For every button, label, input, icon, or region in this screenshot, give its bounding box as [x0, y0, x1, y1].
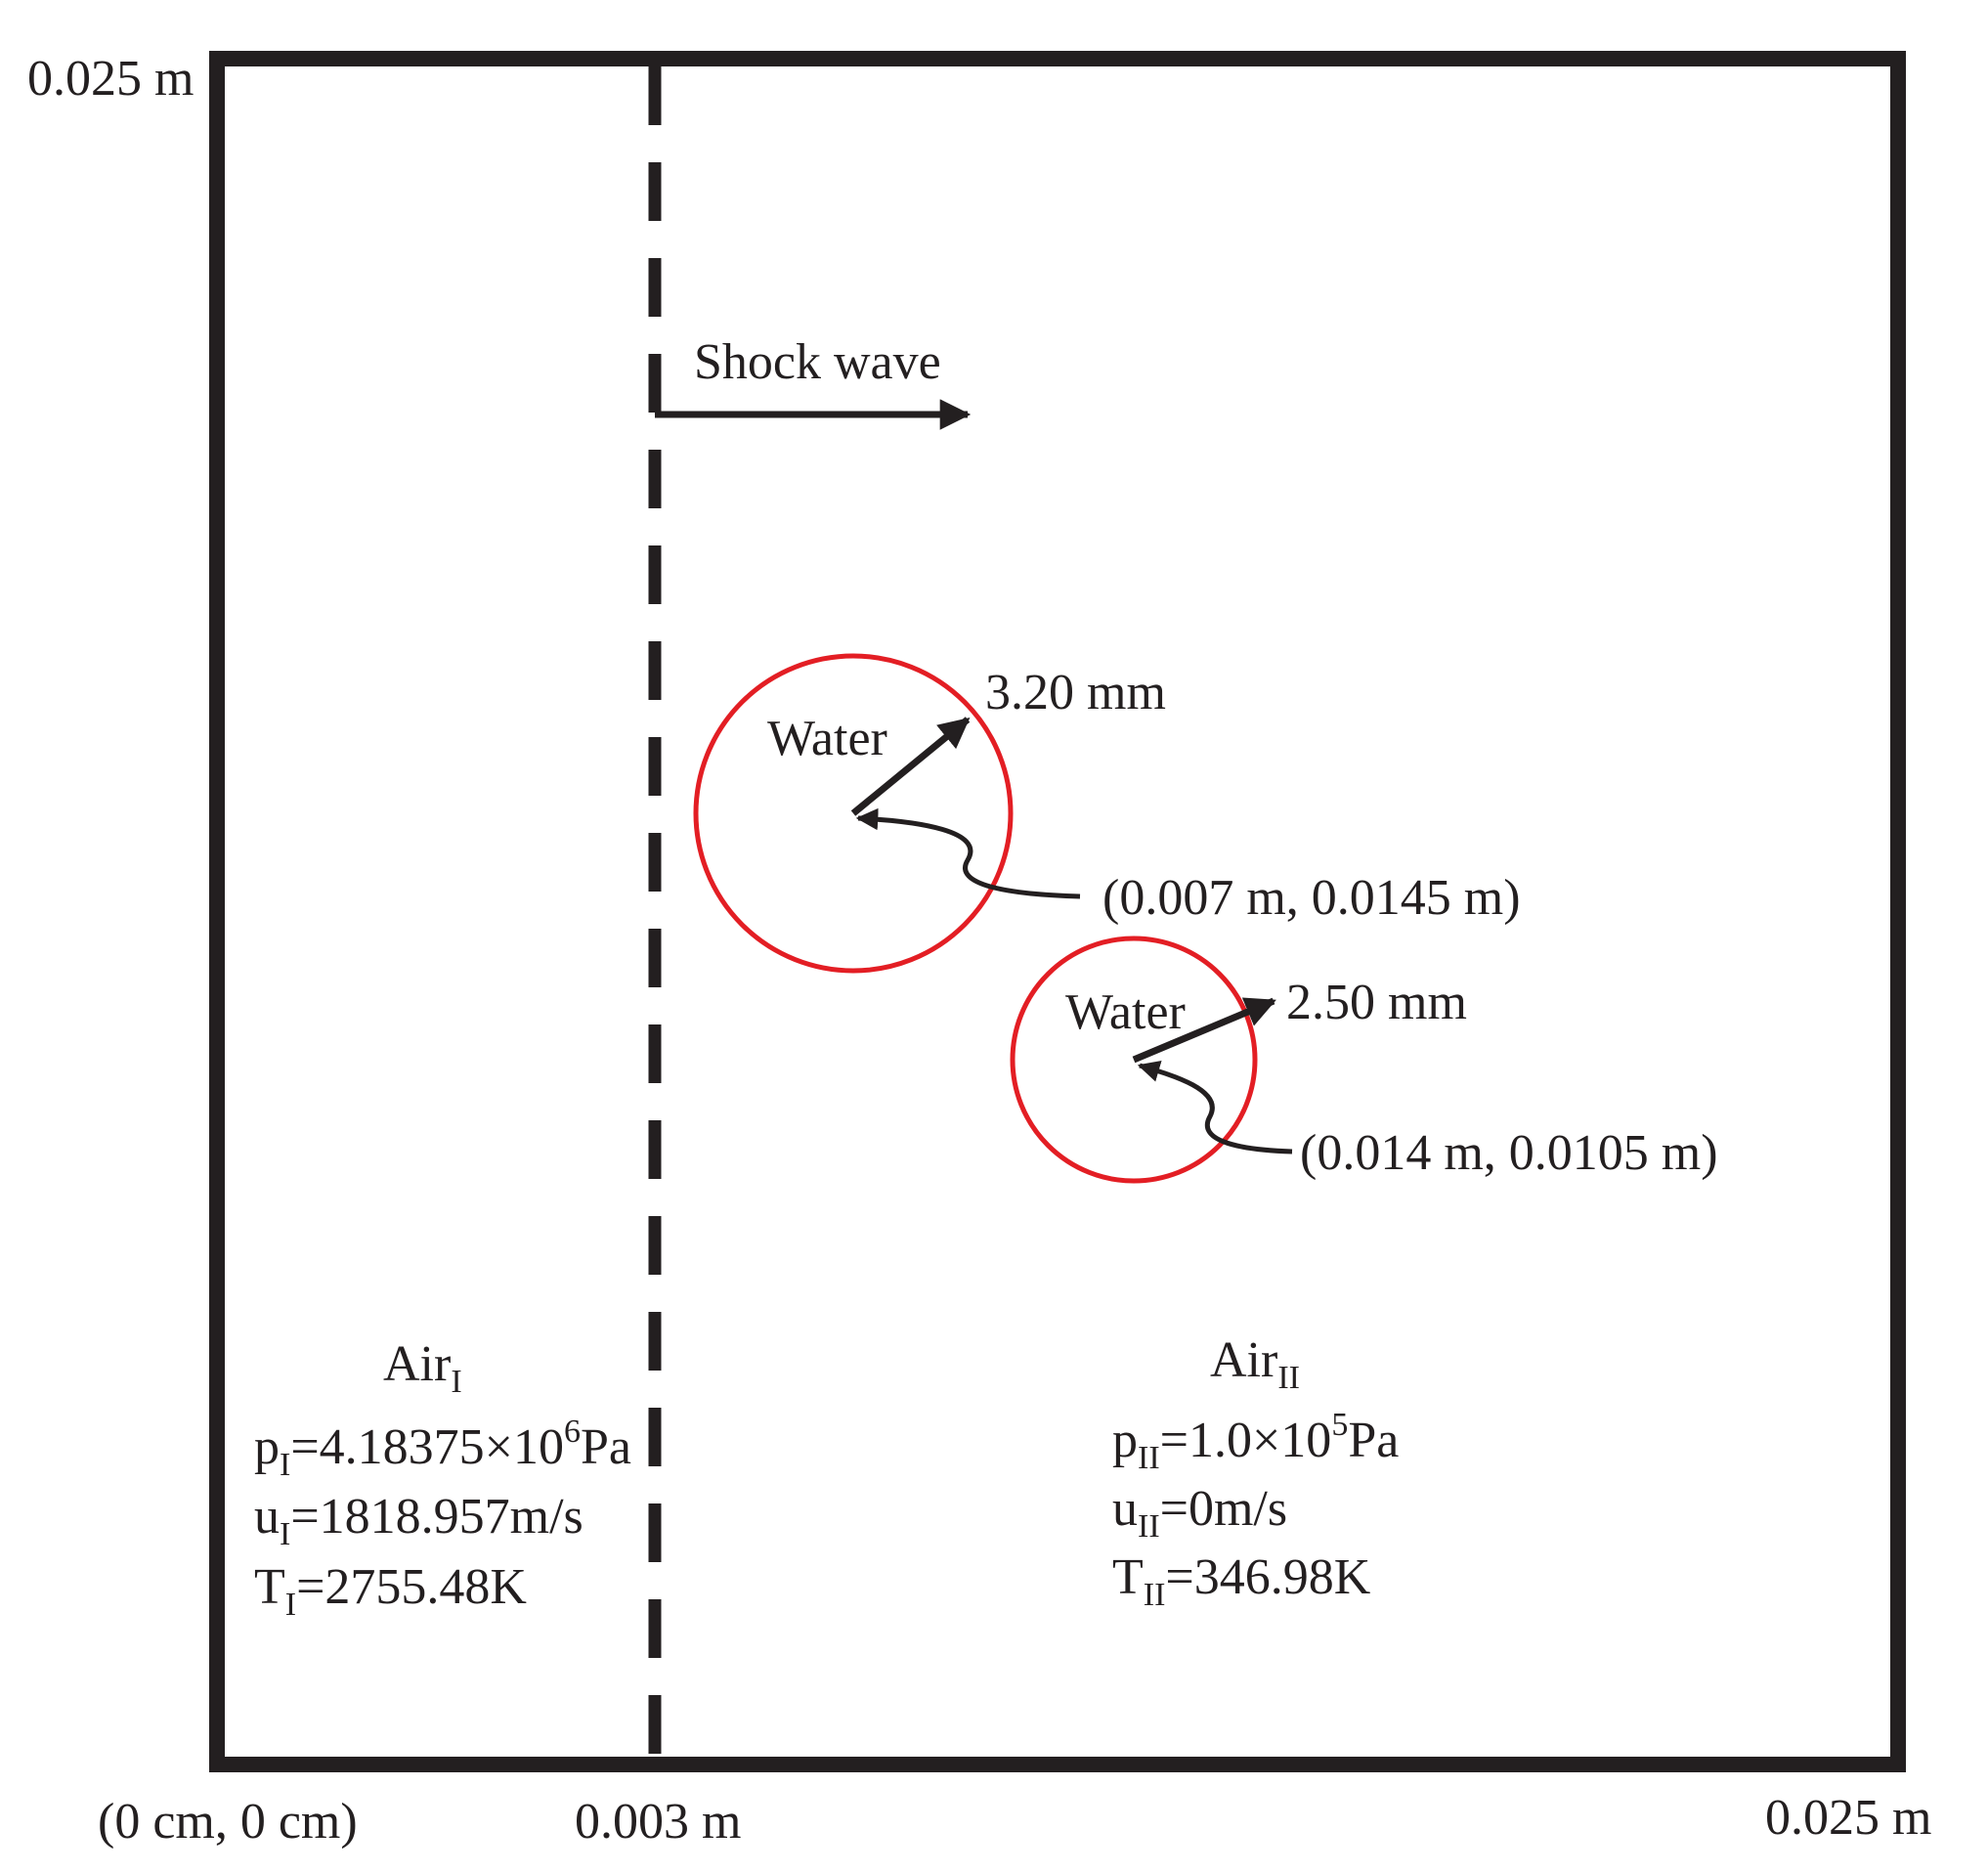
- water-drop-large-label: Water: [767, 711, 887, 766]
- water-drop-large: [693, 653, 1014, 974]
- region-air-1: AirI pI=4.18375×106Pa uI=1818.957m/s TI=…: [254, 1336, 631, 1623]
- radius-arrow-large: [850, 717, 971, 816]
- domain-boundary: [209, 51, 1906, 1772]
- center-leader-large: [855, 807, 1081, 899]
- air2-velocity: uII=0m/s: [1112, 1481, 1287, 1545]
- air1-pressure: pI=4.18375×106Pa: [254, 1414, 631, 1483]
- air1-temperature: TI=2755.48K: [254, 1559, 527, 1623]
- center-label-large: (0.007 m, 0.0145 m): [1102, 870, 1521, 926]
- coord-shock-x: 0.003 m: [575, 1794, 741, 1850]
- shock-wave-label: Shock wave: [694, 334, 941, 390]
- air2-name: AirII: [1210, 1332, 1300, 1396]
- radius-label-large: 3.20 mm: [985, 665, 1166, 720]
- radius-arrow-small: [1132, 997, 1276, 1064]
- air2-temperature: TII=346.98K: [1112, 1549, 1371, 1613]
- air1-velocity: uI=1818.957m/s: [254, 1489, 583, 1552]
- radius-label-small: 2.50 mm: [1286, 975, 1467, 1030]
- water-drop-small: [1010, 936, 1258, 1184]
- water-drop-small-label: Water: [1065, 984, 1186, 1040]
- coord-origin: (0 cm, 0 cm): [98, 1794, 358, 1850]
- air2-pressure: pII=1.0×105Pa: [1112, 1407, 1399, 1476]
- region-air-2: AirII pII=1.0×105Pa uII=0m/s TII=346.98K: [1112, 1332, 1399, 1613]
- center-leader-small: [1137, 1060, 1293, 1154]
- air1-name: AirI: [383, 1336, 462, 1400]
- center-label-small: (0.014 m, 0.0105 m): [1300, 1125, 1718, 1181]
- coord-top-left: 0.025 m: [27, 51, 194, 107]
- coord-right-x: 0.025 m: [1765, 1790, 1931, 1846]
